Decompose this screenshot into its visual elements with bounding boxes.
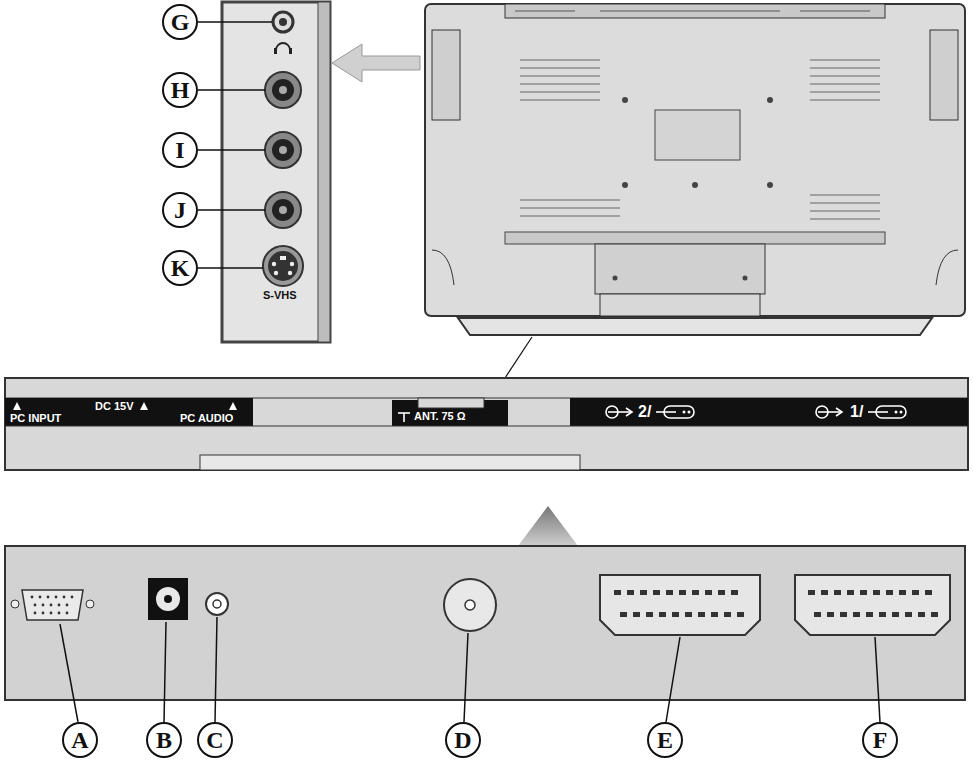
tv-rear-view (425, 4, 965, 335)
port-label: PC AUDIO (180, 412, 233, 424)
callout-circle: C (197, 722, 233, 758)
port-label: DC 15V (95, 400, 134, 412)
callout-letter: J (174, 198, 186, 222)
callout-circle: A (62, 722, 98, 758)
zoom-line (505, 337, 532, 378)
callout-circle: E (647, 722, 683, 758)
connector-strip (5, 378, 968, 470)
callout-letter: E (657, 728, 673, 752)
side-panel (222, 2, 330, 342)
callout-letter: B (156, 728, 172, 752)
callout-circle: B (146, 722, 182, 758)
callout-circle: H (162, 72, 198, 108)
pointer-arrow-up (518, 506, 578, 546)
callout-letter: K (171, 256, 190, 280)
port-label: 2/ (638, 403, 651, 421)
leader-lines (60, 617, 880, 722)
pointer-arrow (332, 44, 420, 82)
callout-circle: I (162, 132, 198, 168)
callout-circle: G (162, 4, 198, 40)
callout-letter: A (71, 728, 88, 752)
callout-letter: C (206, 728, 223, 752)
port-label: ANT. 75 Ω (414, 410, 466, 422)
callout-circle: K (162, 250, 198, 286)
rear-panel-closeup (5, 546, 965, 700)
callout-letter: D (454, 728, 471, 752)
port-label: PC INPUT (10, 412, 61, 424)
callout-letter: H (171, 78, 190, 102)
callout-circle: F (862, 722, 898, 758)
callout-circle: D (445, 722, 481, 758)
callout-circle: J (162, 192, 198, 228)
callout-letter: G (171, 10, 190, 34)
leader-lines (198, 22, 272, 268)
port-label: 1/ (850, 403, 863, 421)
callout-letter: F (873, 728, 888, 752)
port-label: S-VHS (263, 289, 297, 301)
callout-letter: I (175, 138, 184, 162)
